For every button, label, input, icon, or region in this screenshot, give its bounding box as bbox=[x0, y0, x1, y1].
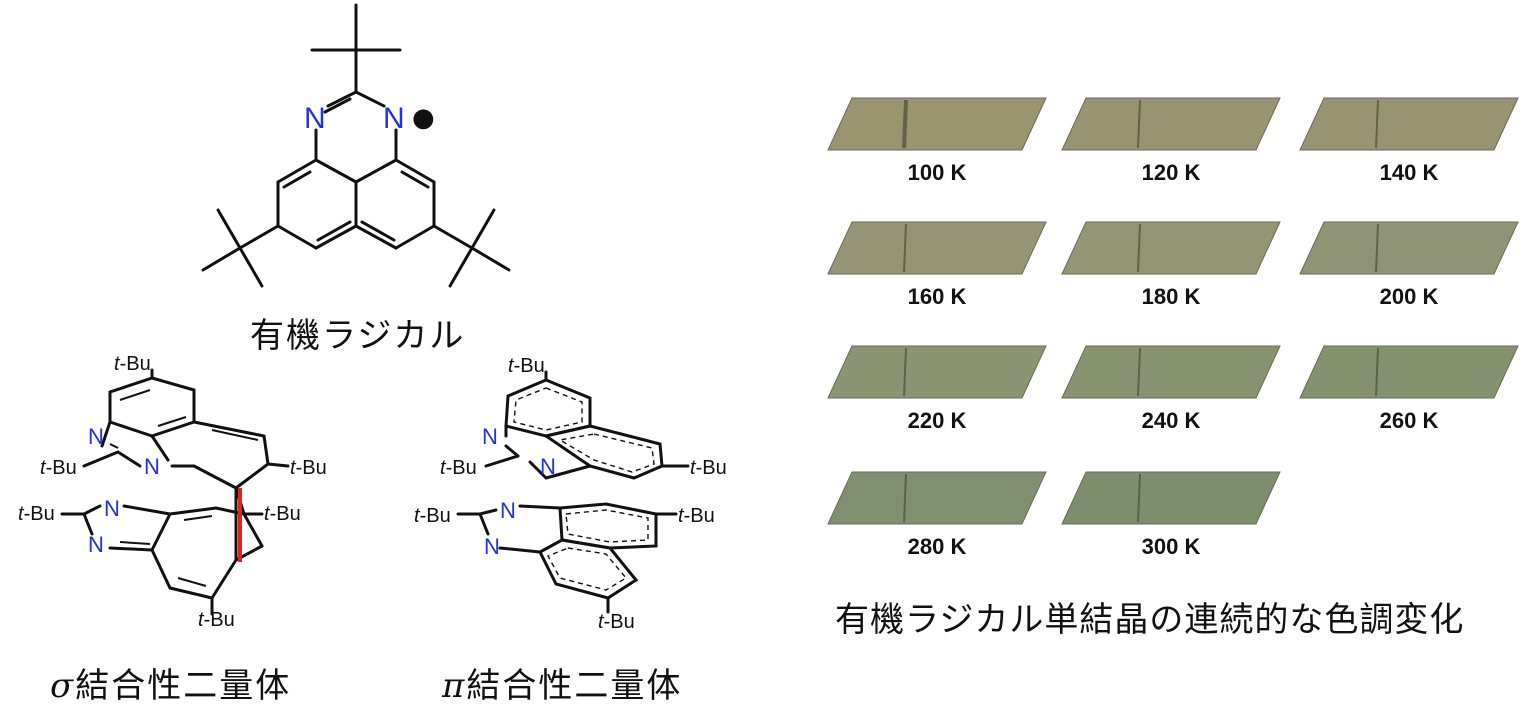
pi-dimer-structure: t-Bu t-Bu t-Bu t-Bu t-Bu t-Bu N N N N bbox=[414, 355, 727, 633]
pi-n-upper-2: N bbox=[540, 454, 556, 479]
crystal-series-caption: 有機ラジカル単結晶の連続的な色調変化 bbox=[835, 600, 1465, 640]
crystal-crack-line bbox=[1137, 223, 1141, 273]
crystal-photo-300k bbox=[1061, 471, 1281, 525]
crystal-crack-line bbox=[1375, 223, 1379, 273]
pi-tbu-left-lower: t-Bu bbox=[414, 505, 451, 527]
crystal-crack-line bbox=[1137, 473, 1141, 523]
pi-tbu-left-upper: t-Bu bbox=[440, 457, 477, 479]
temperature-label: 220 K bbox=[907, 408, 967, 433]
pi-symbol: π bbox=[442, 666, 467, 706]
sigma-tbu-left-lower: t-Bu bbox=[18, 503, 55, 525]
pi-tbu-top: t-Bu bbox=[508, 355, 545, 377]
sigma-dimer-caption: σ結合性二量体 bbox=[50, 658, 291, 707]
crystal-crack-line bbox=[1137, 347, 1141, 397]
radical-caption: 有機ラジカル bbox=[250, 316, 466, 356]
pi-n-lower-2: N bbox=[484, 534, 500, 559]
crystal-crack-line bbox=[903, 223, 907, 273]
sigma-tbu-right-upper: t-Bu bbox=[290, 457, 327, 479]
crystal-photo-120k bbox=[1061, 97, 1281, 151]
sigma-symbol: σ bbox=[50, 666, 76, 706]
crystal-crack-line bbox=[903, 347, 907, 397]
crystal-photo-280k bbox=[827, 471, 1047, 525]
crystal-panel-grid bbox=[827, 97, 1519, 525]
pi-caption-text: 結合性二量体 bbox=[466, 666, 683, 706]
crystal-crack-line bbox=[1375, 99, 1379, 149]
temperature-label: 120 K bbox=[1141, 160, 1201, 185]
crystal-crack-line bbox=[902, 99, 908, 149]
sigma-dimer-structure: t-Bu t-Bu t-Bu t-Bu t-Bu t-Bu N N N N bbox=[18, 353, 327, 631]
crystal-photo-180k bbox=[1061, 221, 1281, 275]
temperature-label: 100 K bbox=[907, 160, 967, 185]
crystal-photo-220k bbox=[827, 345, 1047, 399]
atom-n-right: N bbox=[383, 102, 405, 135]
sigma-tbu-left-upper: t-Bu bbox=[40, 457, 77, 479]
atom-n-left: N bbox=[304, 102, 326, 135]
pi-tbu-bottom: t-Bu bbox=[598, 611, 635, 633]
temperature-label: 280 K bbox=[907, 534, 967, 559]
crystal-photo-260k bbox=[1299, 345, 1519, 399]
crystal-photo-140k bbox=[1299, 97, 1519, 151]
radical-dot: ● bbox=[412, 103, 435, 133]
sigma-n-upper-1: N bbox=[88, 424, 104, 449]
pi-tbu-right-upper: t-Bu bbox=[690, 457, 727, 479]
crystal-photo-200k bbox=[1299, 221, 1519, 275]
pi-n-lower-1: N bbox=[500, 498, 516, 523]
temperature-label: 180 K bbox=[1141, 284, 1201, 309]
temperature-label: 260 K bbox=[1379, 408, 1439, 433]
temperature-label: 160 K bbox=[907, 284, 967, 309]
crystal-photo-240k bbox=[1061, 345, 1281, 399]
sigma-n-lower-2: N bbox=[88, 532, 104, 557]
temperature-label: 200 K bbox=[1379, 284, 1439, 309]
sigma-n-upper-2: N bbox=[144, 454, 160, 479]
radical-structure: N N ● bbox=[201, 3, 511, 288]
sigma-caption-text: 結合性二量体 bbox=[75, 666, 292, 706]
sigma-n-lower-1: N bbox=[104, 496, 120, 521]
pi-tbu-right-lower: t-Bu bbox=[678, 505, 715, 527]
temperature-label: 140 K bbox=[1379, 160, 1439, 185]
temperature-label: 300 K bbox=[1141, 534, 1201, 559]
crystal-crack-line bbox=[903, 473, 907, 523]
sigma-tbu-top: t-Bu bbox=[114, 353, 151, 375]
sigma-tbu-bottom: t-Bu bbox=[198, 609, 235, 631]
crystal-photo-100k bbox=[827, 97, 1047, 151]
temperature-label: 240 K bbox=[1141, 408, 1201, 433]
sigma-tbu-right-lower: t-Bu bbox=[264, 503, 301, 525]
crystal-photo-160k bbox=[827, 221, 1047, 275]
pi-n-upper-1: N bbox=[482, 424, 498, 449]
crystal-crack-line bbox=[1137, 99, 1141, 149]
crystal-crack-line bbox=[1375, 347, 1379, 397]
pi-dimer-caption: π結合性二量体 bbox=[442, 658, 682, 707]
